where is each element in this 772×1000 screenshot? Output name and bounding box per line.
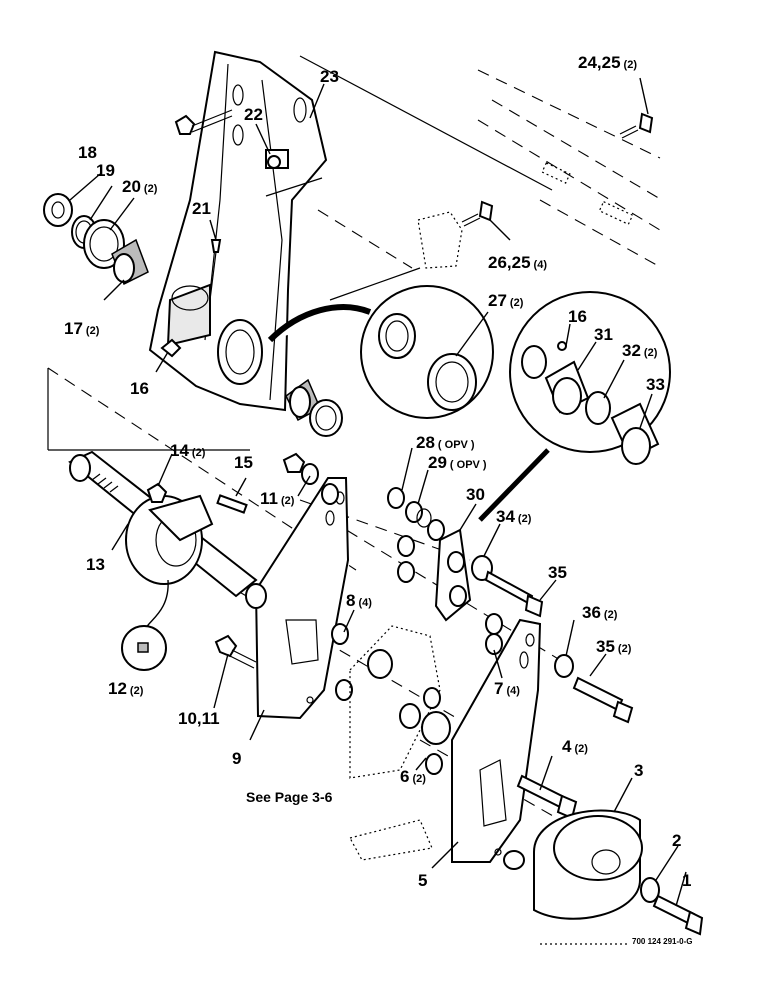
- arm-lower-bearings: [285, 378, 343, 437]
- hub-bearing-stack: [43, 193, 149, 286]
- callout-16-bubble: 16: [568, 307, 587, 326]
- callout-4: 4(2): [562, 737, 588, 756]
- callout-35-lower: 35(2): [596, 637, 632, 656]
- callout-5: 5: [418, 871, 427, 890]
- callout-23: 23: [320, 67, 339, 86]
- callout-17: 17(2): [64, 319, 100, 338]
- bearing-detail-bubble: [267, 285, 494, 419]
- drawing-code: 700 124 291-0-G: [632, 937, 693, 946]
- center-bracket: [387, 487, 544, 622]
- callout-3: 3: [634, 761, 643, 780]
- callout-8: 8(4): [346, 591, 372, 610]
- callout-31: 31: [594, 325, 613, 344]
- callout-18: 18: [78, 143, 97, 162]
- pivot-arm: [148, 50, 328, 412]
- callout-13: 13: [86, 555, 105, 574]
- drive-shaft: [68, 450, 258, 671]
- callout-9: 9: [232, 749, 241, 768]
- callout-27: 27(2): [488, 291, 524, 310]
- callout-35-upper: 35: [548, 563, 567, 582]
- callout-11: 11(2): [260, 489, 295, 508]
- side-panel-outline: [417, 162, 634, 269]
- callout-33: 33: [646, 375, 665, 394]
- callout-28: 28( OPV ): [416, 433, 475, 452]
- callout-20: 20(2): [122, 177, 158, 196]
- grease-fittings: [160, 239, 222, 358]
- callout-29: 29( OPV ): [428, 453, 487, 472]
- callout-12: 12(2): [108, 679, 144, 698]
- arm-bolts: [174, 109, 654, 227]
- callout-1: 1: [682, 871, 691, 890]
- callout-24-25: 24,25(2): [578, 53, 637, 72]
- callout-15: 15: [234, 453, 253, 472]
- counterweight: [533, 809, 704, 936]
- callout-32: 32(2): [622, 341, 658, 360]
- callout-10-11: 10,11: [178, 709, 220, 728]
- callout-16-left: 16: [130, 379, 149, 398]
- callout-22: 22: [244, 105, 263, 124]
- callout-30: 30: [466, 485, 485, 504]
- leader-lines: [69, 77, 687, 907]
- callout-26-25: 26,25(4): [488, 253, 547, 272]
- callout-6: 6(2): [400, 767, 426, 786]
- callout-labels: 1 2 3 4(2) 5 6(2) 7(4) 8(4) 9 10,11 11(2…: [64, 53, 691, 890]
- see-page-note: See Page 3-6: [246, 789, 333, 805]
- callout-19: 19: [96, 161, 115, 180]
- callout-21: 21: [192, 199, 211, 218]
- callout-2: 2: [672, 831, 681, 850]
- link-assembly-ghost: [349, 625, 451, 861]
- right-mounting-plate: [451, 613, 574, 863]
- callout-7: 7(4): [494, 679, 520, 698]
- bushing-detail-bubble: [478, 291, 671, 522]
- long-bolts: [503, 676, 634, 870]
- callout-34: 34(2): [496, 507, 532, 526]
- callout-14: 14(2): [170, 441, 206, 460]
- plate-hardware: [214, 452, 353, 701]
- callout-36: 36(2): [582, 603, 618, 622]
